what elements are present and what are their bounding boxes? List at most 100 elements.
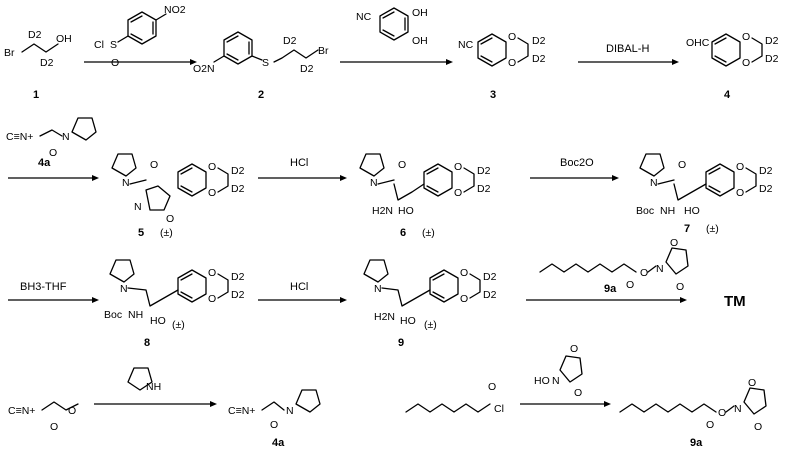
compound-label-4: 4 (724, 89, 731, 101)
atom-boc-8: Boc (104, 309, 122, 321)
compound-3-structure: NC O O D2 D2 (458, 31, 546, 69)
atom-o-r4a: O (50, 421, 58, 433)
atom-o5b: O (150, 159, 158, 171)
atom-o3b: O (508, 57, 516, 69)
atom-o5e: O (208, 187, 216, 199)
atom-n-nhs: N (552, 375, 560, 387)
compound-9-structure: N H2N HO O O D2 D2 (363, 259, 497, 327)
atom-nc2: NC (458, 39, 474, 51)
atom-d2-13: D2 (759, 165, 773, 177)
atom-nh-7: NH (660, 205, 675, 217)
atom-o9a3: O (670, 237, 678, 249)
compound-9a-structure: O O N O O (619, 377, 767, 433)
atom-boc-7: Boc (636, 205, 654, 217)
atom-o-r4b: O (68, 405, 76, 417)
atom-o9b: O (460, 267, 468, 279)
atom-br: Br (4, 47, 15, 59)
atom-d2-11: D2 (477, 165, 491, 177)
atom-o7c: O (736, 187, 744, 199)
reagent-dihydroxybenzonitrile: NC OH OH (356, 7, 428, 47)
atom-d2-4: D2 (300, 63, 314, 75)
atom-oh: OH (56, 33, 72, 45)
atom-o-oct: O (488, 381, 496, 393)
reagent-hcl-1: HCl (290, 157, 308, 169)
atom-n5b: N (122, 177, 130, 189)
racemic-8: (±) (172, 319, 185, 331)
atom-d2-7: D2 (765, 35, 779, 47)
atom-o6: O (398, 159, 406, 171)
atom-br2: Br (318, 45, 329, 57)
atom-o5c: O (166, 213, 174, 225)
atom-d2-16: D2 (231, 289, 245, 301)
reagent-dibal: DIBAL-H (606, 43, 649, 55)
atom-d2-18: D2 (483, 289, 497, 301)
reagent-4a-structure: C≡N+ O N (6, 117, 97, 159)
reagent-bh3-thf: BH3-THF (20, 281, 67, 293)
atom-s: S (110, 39, 117, 51)
atom-d2-2: D2 (40, 57, 54, 69)
racemic-6: (±) (422, 227, 435, 239)
atom-o7: O (678, 159, 686, 171)
atom-d2-15: D2 (231, 271, 245, 283)
atom-cl: Cl (94, 39, 104, 51)
reagent-boc2o: Boc2O (560, 157, 594, 169)
atom-o2n: O2N (193, 63, 215, 75)
atom-o3a: O (508, 31, 516, 43)
atom-o5d: O (208, 161, 216, 173)
atom-ho-8: HO (150, 315, 166, 327)
atom-o9c: O (460, 293, 468, 305)
compound-label-2: 2 (258, 89, 264, 101)
atom-o4a: O (742, 31, 750, 43)
reagent-hcl-2: HCl (290, 281, 308, 293)
atom-oh3: OH (412, 35, 428, 47)
atom-o7b: O (736, 161, 744, 173)
atom-n9a: N (656, 263, 664, 275)
octanoyl-chloride-structure: O Cl (405, 381, 504, 415)
atom-n5c: N (134, 201, 142, 213)
atom-o5: O (49, 147, 57, 159)
compound-label-8: 8 (144, 337, 150, 349)
atom-nh-pyr: NH (146, 381, 161, 393)
atom-no2: NO2 (164, 4, 186, 16)
reagent-label-9a: 9a (604, 283, 617, 295)
atom-iso-3: C≡N+ (228, 405, 255, 417)
reagent-nosyl-chloride: NO2 S Cl O (94, 4, 186, 69)
atom-nh-8: NH (128, 309, 143, 321)
atom-iso-2: C≡N+ (8, 405, 35, 417)
pyrrolidine-structure: NH (127, 367, 161, 393)
atom-d2-6: D2 (532, 53, 546, 65)
atom-n7: N (650, 177, 658, 189)
atom-d2-14: D2 (759, 183, 773, 195)
atom-h2n-6: H2N (372, 205, 393, 217)
reagent-label-4a: 4a (38, 157, 51, 169)
atom-d2-1: D2 (28, 29, 42, 41)
racemic-9: (±) (424, 319, 437, 331)
atom-d2-17: D2 (483, 271, 497, 283)
atom-o9a4: O (676, 281, 684, 293)
atom-s2: S (262, 57, 269, 69)
compound-4-structure: OHC O O D2 D2 (686, 31, 779, 69)
atom-o4b: O (742, 57, 750, 69)
atom-o-nhs1: O (570, 343, 578, 355)
reagent-9a-structure: O O N O O (539, 237, 689, 293)
atom-n6: N (370, 177, 378, 189)
atom-n9: N (374, 283, 382, 295)
compound-label-4a: 4a (272, 437, 285, 449)
compound-6-structure: N O H2N HO O O D2 D2 (359, 153, 491, 217)
atom-o: O (111, 57, 119, 69)
atom-d2-12: D2 (477, 183, 491, 195)
compound-4a-structure: C≡N+ O N (228, 389, 321, 431)
atom-o-9a1: O (706, 419, 714, 431)
atom-o-9a2: O (718, 407, 726, 419)
nhs-structure: O O HO N (534, 343, 583, 399)
atom-o8c: O (208, 293, 216, 305)
atom-o8b: O (208, 267, 216, 279)
atom-oh2: OH (412, 7, 428, 19)
atom-n-9a: N (734, 403, 742, 415)
atom-o6c: O (454, 187, 462, 199)
atom-d2-5: D2 (532, 35, 546, 47)
atom-ho-7: HO (684, 205, 700, 217)
atom-o-4a: O (270, 419, 278, 431)
atom-d2-8: D2 (765, 53, 779, 65)
